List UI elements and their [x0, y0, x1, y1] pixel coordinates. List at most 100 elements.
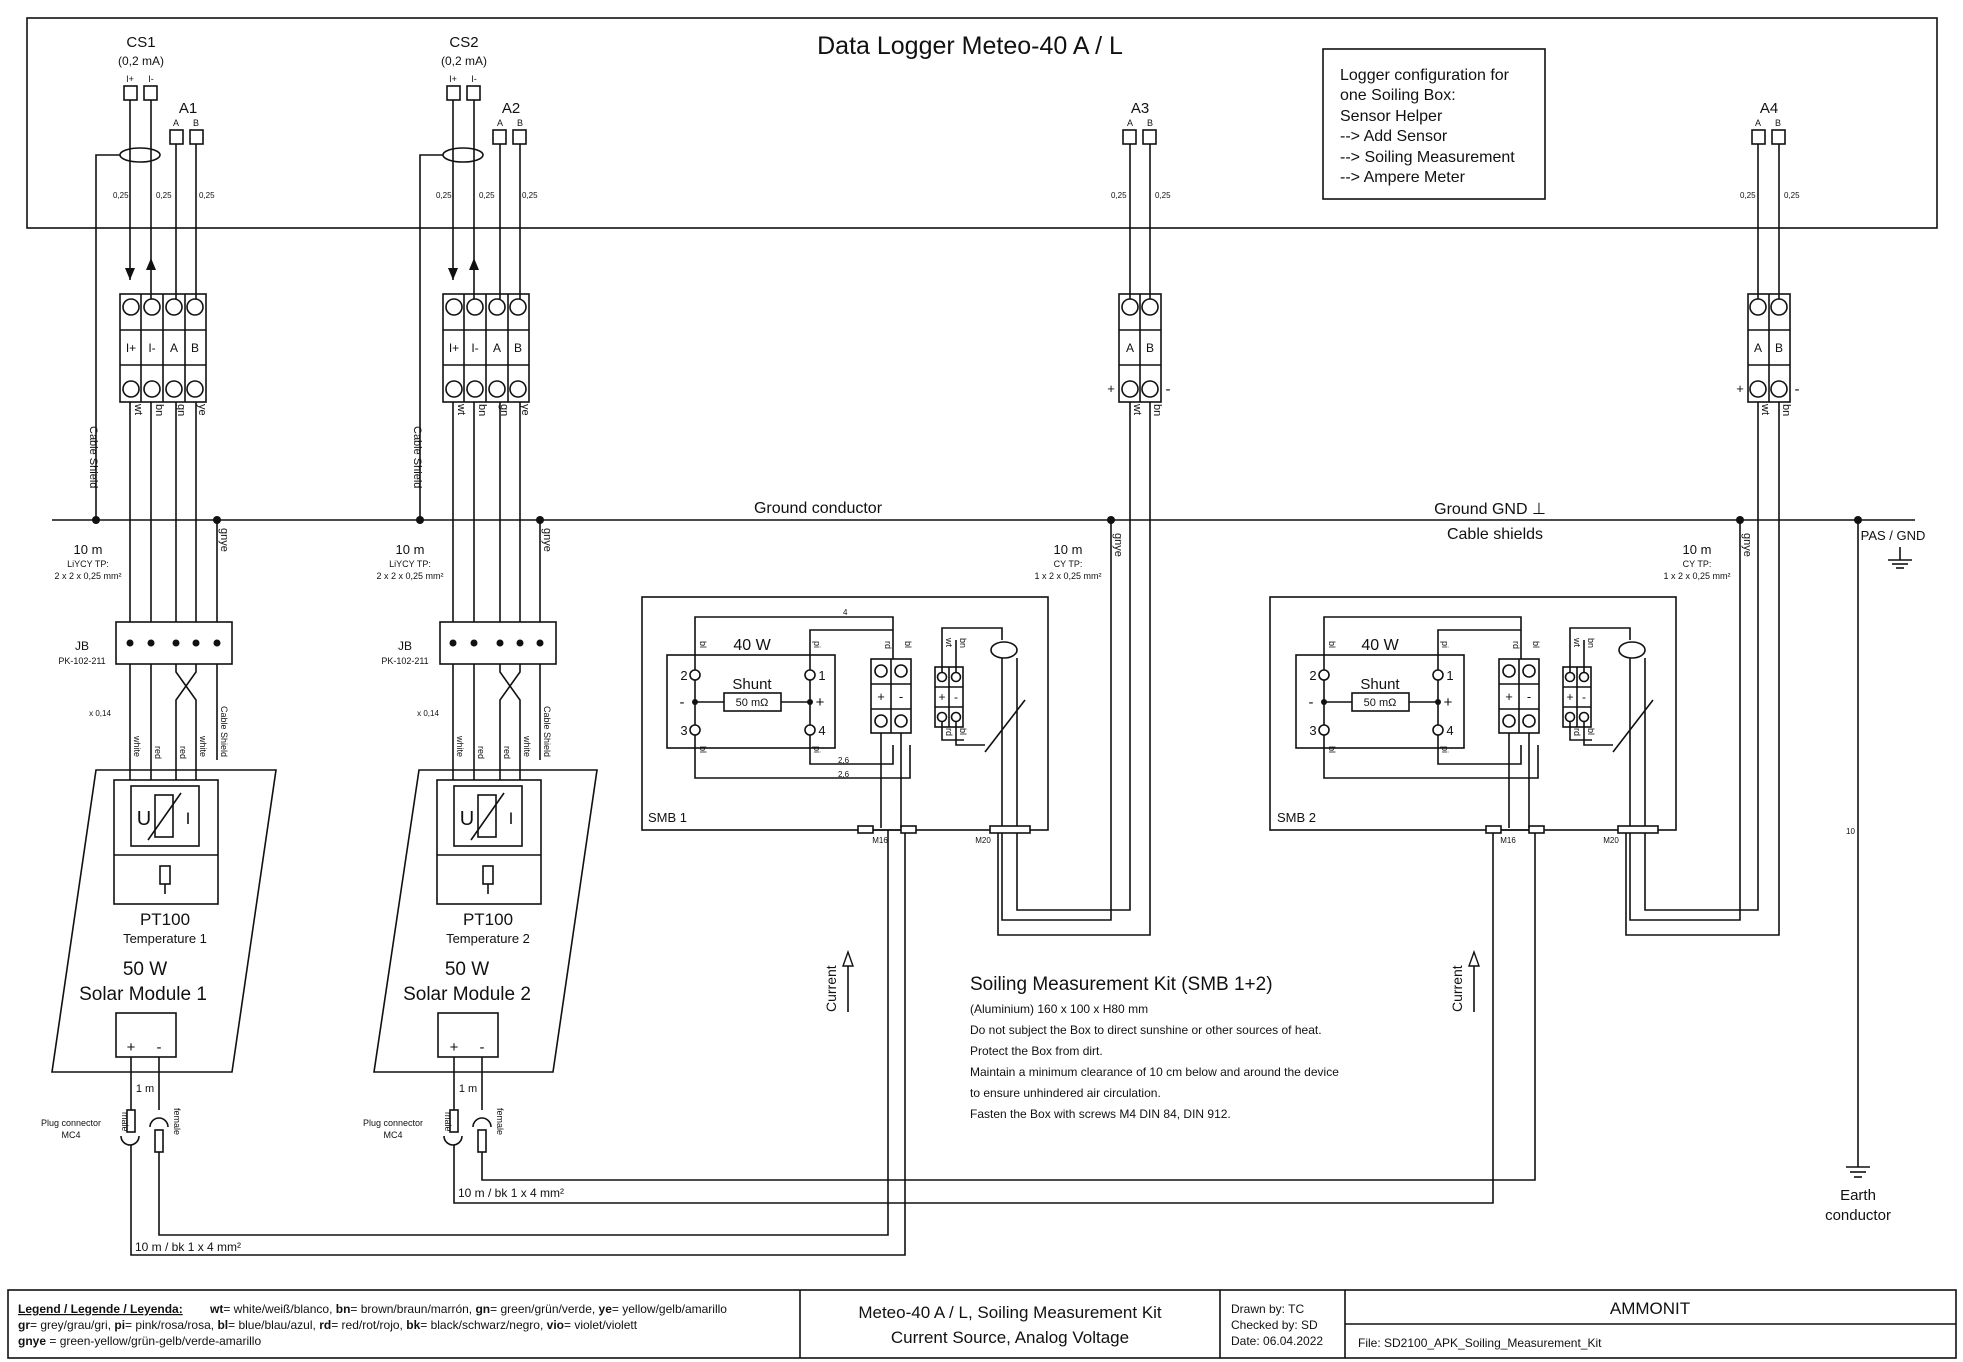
- ws-7: 0,25: [1111, 191, 1127, 200]
- tb1-b: B: [191, 341, 199, 355]
- smb-2-power: 40 W: [1361, 637, 1399, 654]
- wc-12: bn: [1780, 404, 1792, 416]
- smb-1-bl-top: bl: [698, 641, 708, 648]
- smb-1-ts-rd: rd: [883, 641, 893, 649]
- kit-line-6: Fasten the Box with screws M4 DIN 84, DI…: [970, 1107, 1231, 1121]
- pt100-1-label: PT100: [140, 910, 190, 929]
- cs1-current: (0,2 mA): [118, 54, 164, 68]
- wc-4: ye: [196, 404, 208, 416]
- legend-value: = black/schwarz/negro,: [420, 1318, 546, 1332]
- earth-conductor: 10 Earth conductor: [1825, 520, 1891, 1224]
- module-2-female: female: [495, 1108, 505, 1135]
- smb-1-ss-rd: rd: [944, 728, 954, 736]
- drawn-by: Drawn by: TC: [1231, 1302, 1304, 1316]
- tb4-b: B: [1775, 341, 1783, 355]
- cable1-spec: 2 x 2 x 0,25 mm²: [54, 571, 121, 581]
- tb1-ip: I+: [126, 341, 136, 355]
- pt100-2-u: U: [460, 808, 474, 830]
- tb4-plus: +: [1736, 381, 1744, 396]
- ground-bus: Ground conductor Ground GND ⊥ Cable shie…: [52, 426, 1925, 569]
- smb-1-pi-bot: pi: [812, 746, 822, 753]
- a1-pin-b: B: [193, 118, 199, 128]
- module-2-minus: -: [480, 1039, 485, 1056]
- channel-a4: A4 A B: [1751, 100, 1786, 145]
- smb-1-ts-minus: -: [899, 689, 903, 704]
- smb-2-ss-plus: +: [1566, 690, 1573, 704]
- smb-2-m20: M20: [1603, 836, 1619, 845]
- jb2-w4: white: [522, 735, 532, 757]
- smb-2-bl-top: bl: [1327, 641, 1337, 648]
- wc-9: wt: [1131, 403, 1143, 415]
- cable1-type: LiYCY TP:: [67, 559, 109, 569]
- legend-value: = blue/blau/azul,: [228, 1318, 319, 1332]
- cable1-length: 10 m: [74, 542, 103, 557]
- legend-value: = yellow/gelb/amarillo: [612, 1302, 727, 1316]
- smb-1-ts-bl: bl: [903, 641, 913, 648]
- module-2-lead: 1 m: [459, 1083, 477, 1095]
- smb-1-ts-plus: +: [877, 689, 885, 704]
- cable-specs: 10 m LiYCY TP: 2 x 2 x 0,25 mm² 10 m LiY…: [54, 542, 1730, 581]
- a4-pin-b: B: [1775, 118, 1781, 128]
- jb2-shield: Cable Shield: [542, 706, 552, 757]
- smb-1: SMB 1 40 W 50 mΩ Shunt 2 1 3 4 - + bl pi…: [641, 402, 1151, 936]
- legend-value: = white/weiß/blanco,: [223, 1302, 335, 1316]
- smb-1-ss-minus: -: [954, 690, 958, 704]
- smb-1-shunt: Shunt: [732, 676, 772, 693]
- ground-conductor-label: Ground conductor: [754, 500, 883, 517]
- smb-1-pin-4: 4: [818, 723, 825, 738]
- smb-2-label: SMB 2: [1277, 810, 1316, 825]
- drawing-date: Date: 06.04.2022: [1231, 1334, 1323, 1348]
- drawing-title-1: Meteo-40 A / L, Soiling Measurement Kit: [858, 1303, 1162, 1322]
- jb2-w1: white: [455, 735, 465, 757]
- legend-key: ye: [599, 1302, 613, 1316]
- current-label-2: Current: [1449, 965, 1465, 1012]
- config-line-3: Sensor Helper: [1340, 108, 1443, 125]
- module-2-name: Solar Module 2: [403, 984, 531, 1005]
- a3-pin-a: A: [1127, 118, 1133, 128]
- module-1-power: 50 W: [123, 959, 167, 980]
- kit-title: Soiling Measurement Kit (SMB 1+2): [970, 974, 1273, 995]
- smb-1-label: SMB 1: [648, 810, 687, 825]
- module-1-minus: -: [157, 1039, 162, 1056]
- jb2-type: PK-102-211: [381, 656, 428, 666]
- gnye-1: gnye: [218, 528, 230, 552]
- config-line-6: --> Ampere Meter: [1340, 169, 1466, 186]
- gnye-wires: gnye gnye gnye gnye: [216, 520, 1753, 625]
- ws-6: 0,25: [522, 191, 538, 200]
- a4-label: A4: [1760, 100, 1778, 117]
- cs1-label: CS1: [126, 34, 155, 51]
- gnye-4: gnye: [1741, 533, 1753, 557]
- cable2-length: 10 m: [396, 542, 425, 557]
- smb-2-ss-bn: bn: [1586, 638, 1596, 648]
- cable2-type: LiYCY TP:: [389, 559, 431, 569]
- jb1-label: JB: [75, 639, 89, 653]
- ws-10: 0,25: [1784, 191, 1800, 200]
- legend-key: rd: [319, 1318, 331, 1332]
- terminal-block-cs2-a2: I+ I- A B: [442, 293, 530, 403]
- smb-2-plus: +: [1444, 694, 1453, 711]
- cable-shield-1: Cable Shield: [87, 426, 99, 488]
- tb2-ip: I+: [449, 341, 459, 355]
- tb2-im: I-: [471, 341, 478, 355]
- config-line-2: one Soiling Box:: [1340, 87, 1456, 104]
- a2-label: A2: [502, 100, 520, 117]
- cs1-pin-minus: I-: [148, 74, 154, 84]
- plug-1-type: MC4: [61, 1130, 80, 1140]
- module-1-lead: 1 m: [136, 1083, 154, 1095]
- cable3-type: CY TP:: [1054, 559, 1083, 569]
- a2-pin-b: B: [517, 118, 523, 128]
- a2-pin-a: A: [497, 118, 503, 128]
- cs2-current: (0,2 mA): [441, 54, 487, 68]
- legend-value: = red/rot/rojo,: [331, 1318, 406, 1332]
- smb-1-ss-plus: +: [938, 690, 945, 704]
- jb2-x014: x 0,14: [417, 709, 439, 718]
- legend-value: = grey/grau/gri,: [30, 1318, 114, 1332]
- cable4-type: CY TP:: [1683, 559, 1712, 569]
- wc-8: ye: [519, 404, 531, 416]
- module-2-male: male: [443, 1112, 453, 1132]
- tb3-minus: -: [1166, 381, 1171, 398]
- jb1-w4: white: [198, 735, 208, 757]
- config-line-5: --> Soiling Measurement: [1340, 149, 1515, 166]
- legend-key: vio: [547, 1318, 564, 1332]
